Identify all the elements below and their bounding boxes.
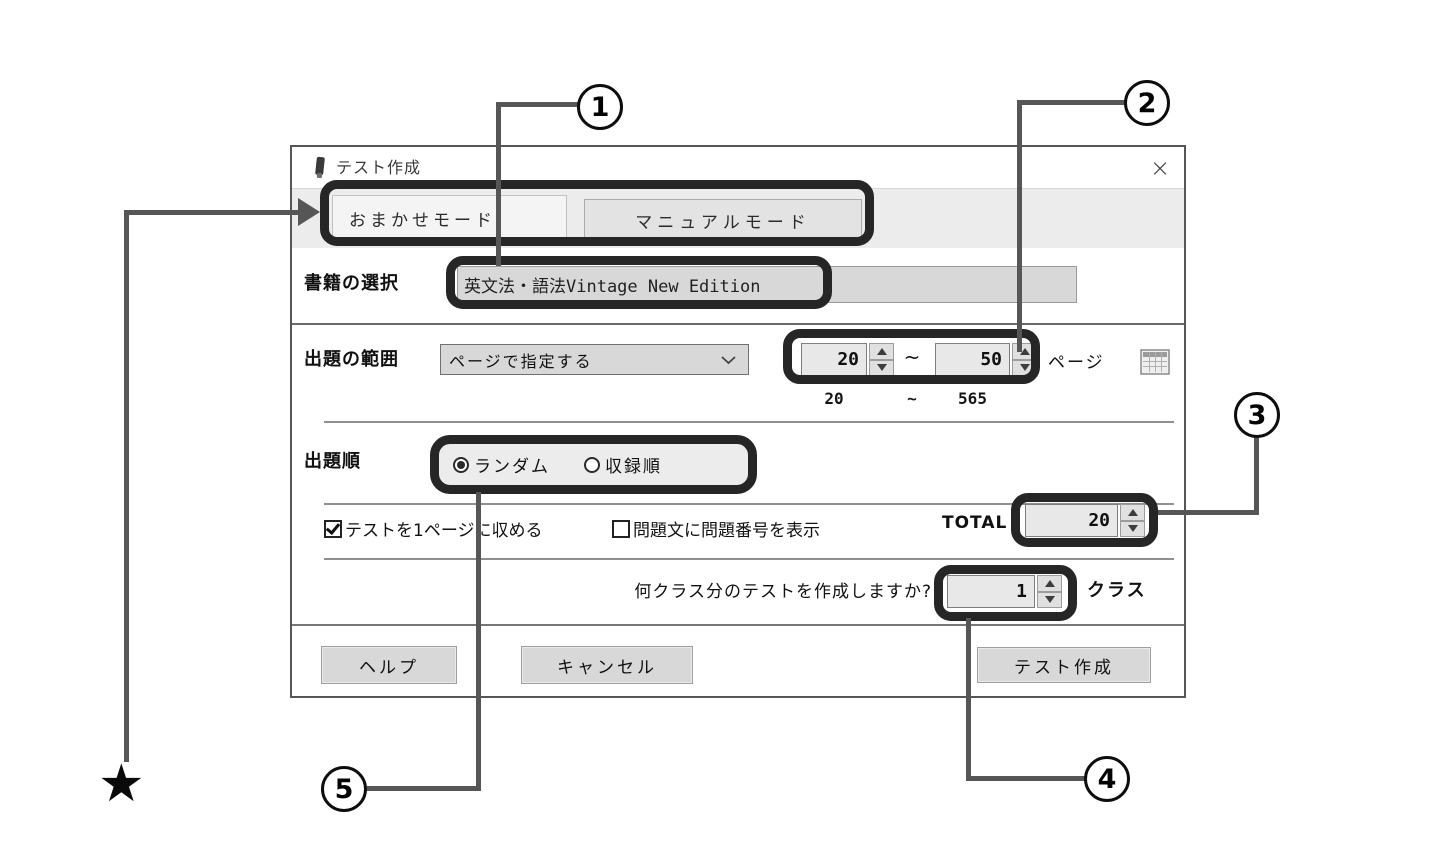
separator (324, 503, 1174, 505)
window-title: テスト作成 (336, 158, 422, 177)
callout-5-line (367, 786, 481, 791)
app-icon (315, 156, 325, 179)
callout-4-line (966, 618, 971, 781)
stepper-down-button[interactable] (1012, 359, 1037, 376)
checkbox-fit-one-page[interactable]: テストを1ページに収める (324, 516, 542, 541)
separator (324, 558, 1174, 560)
arrow-down-icon (876, 364, 887, 372)
test-creation-dialog: テスト作成 × おまかせモード マニュアルモード 書籍の選択 英文法・語法Vin… (290, 145, 1186, 698)
arrow-right-icon (298, 198, 320, 226)
callout-3-badge: 3 (1234, 392, 1280, 438)
order-radio-group: ランダム 収録順 (430, 435, 757, 494)
star-callout-line (124, 210, 298, 215)
separator (324, 421, 1174, 423)
radio-random-label: ランダム (474, 457, 550, 477)
arrow-down-icon (1127, 525, 1138, 533)
range-type-dropdown[interactable]: ページで指定する (440, 344, 749, 375)
separator (292, 323, 1184, 325)
tab-omakase-mode[interactable]: おまかせモード (332, 195, 567, 241)
checkbox-show-numbers-label: 問題文に問題番号を表示 (633, 521, 820, 541)
arrow-up-icon (1019, 347, 1030, 355)
range-min-value: 20 (824, 389, 844, 408)
create-test-button[interactable]: テスト作成 (977, 647, 1151, 683)
stepper-down-button[interactable] (869, 359, 894, 376)
radio-random[interactable]: ランダム (453, 452, 550, 477)
page-unit-label: ページ (1048, 353, 1105, 373)
checkbox-checked-icon (324, 519, 342, 538)
page-to-stepper (1012, 343, 1037, 376)
range-tilde: ~ (903, 345, 921, 369)
range-max-value: 565 (958, 389, 987, 408)
table-icon[interactable] (1140, 349, 1170, 375)
arrow-down-icon (1019, 364, 1030, 372)
callout-1-badge: 1 (577, 84, 623, 130)
class-count-stepper (1037, 575, 1062, 608)
range-type-value: ページで指定する (449, 351, 593, 371)
page-to-input[interactable]: 50 (935, 343, 1010, 376)
title-bar: テスト作成 × (292, 147, 1184, 188)
star-callout-line (124, 212, 129, 762)
stepper-up-button[interactable] (1012, 343, 1037, 360)
star-icon: ★ (98, 754, 145, 814)
arrow-up-icon (1127, 508, 1138, 516)
cancel-button[interactable]: キャンセル (521, 646, 693, 684)
page-from-input[interactable]: 20 (801, 343, 867, 376)
callout-5-badge: 5 (321, 766, 367, 812)
order-label: 出題順 (304, 451, 361, 472)
radio-icon (453, 456, 469, 473)
tab-manual-mode[interactable]: マニュアルモード (584, 199, 862, 241)
class-unit-label: クラス (1087, 580, 1147, 601)
arrow-up-icon (1044, 579, 1055, 587)
range-minmax-tilde: ~ (907, 389, 917, 408)
book-select-field[interactable]: 英文法・語法Vintage New Edition (457, 266, 1077, 303)
stepper-up-button[interactable] (1037, 575, 1062, 592)
page-from-stepper (869, 343, 894, 376)
checkbox-fit-one-page-label: テストを1ページに収める (345, 521, 543, 541)
callout-1-line (498, 102, 579, 107)
radio-recorded-order[interactable]: 収録順 (584, 452, 662, 477)
callout-4-line (966, 776, 1086, 781)
checkbox-unchecked-icon (612, 519, 630, 538)
book-select-label: 書籍の選択 (304, 273, 399, 294)
chevron-down-icon (721, 356, 736, 365)
separator (292, 624, 1184, 626)
callout-4-badge: 4 (1084, 756, 1130, 802)
class-count-question: 何クラス分のテストを作成しますか? (634, 582, 932, 602)
help-button[interactable]: ヘルプ (321, 646, 457, 684)
class-count-input[interactable]: 1 (947, 575, 1035, 608)
callout-2-line (1019, 100, 1126, 105)
arrow-down-icon (1044, 596, 1055, 604)
callout-2-badge: 2 (1124, 80, 1170, 126)
radio-recorded-order-label: 収録順 (605, 457, 662, 477)
checkbox-show-numbers[interactable]: 問題文に問題番号を表示 (612, 516, 820, 541)
total-label: TOTAL (942, 513, 1008, 533)
callout-2-line (1017, 100, 1022, 352)
stepper-up-button[interactable] (1120, 504, 1145, 521)
close-button[interactable]: × (1149, 154, 1171, 182)
callout-3-line (1254, 436, 1259, 515)
callout-3-line (1158, 510, 1259, 515)
stepper-up-button[interactable] (869, 343, 894, 360)
range-label: 出題の範囲 (304, 349, 399, 370)
arrow-up-icon (876, 347, 887, 355)
stepper-down-button[interactable] (1037, 591, 1062, 608)
radio-icon (584, 456, 600, 473)
callout-5-line (476, 492, 481, 790)
stepper-down-button[interactable] (1120, 520, 1145, 537)
callout-1-line (496, 102, 501, 266)
total-input[interactable]: 20 (1025, 504, 1118, 537)
total-stepper (1120, 504, 1145, 537)
